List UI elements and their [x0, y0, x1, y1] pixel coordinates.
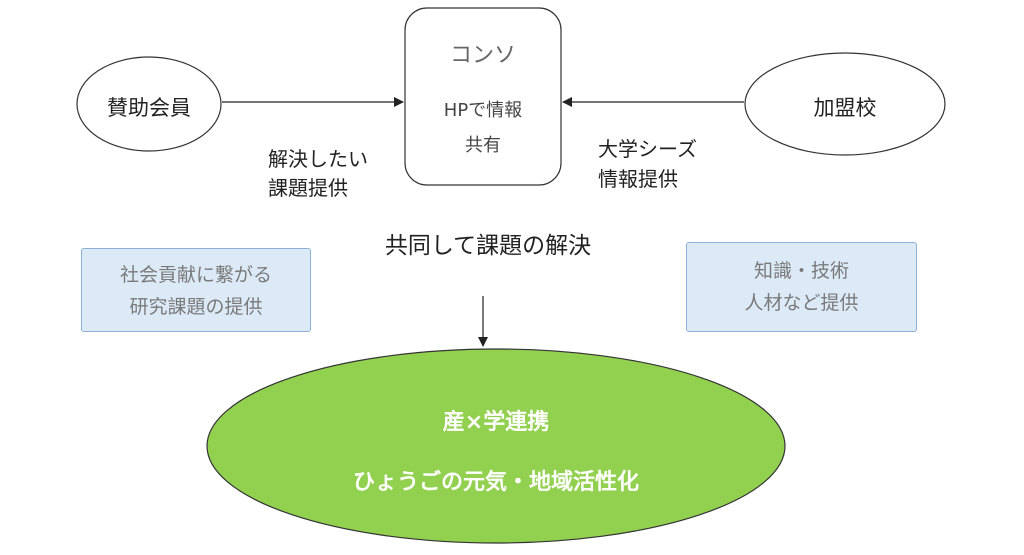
consortium-sub-line2: 共有	[465, 135, 501, 156]
consortium-sub-line1: HPで情報	[443, 100, 523, 121]
left-edge-label-line2: 課題提供	[268, 176, 348, 200]
sponsor-label: 賛助会員	[107, 96, 191, 120]
sponsor-node	[76, 56, 222, 152]
right-side-box-line2: 人材など提供	[744, 292, 859, 314]
member-school-node	[744, 52, 946, 156]
left-side-box: 社会貢献に繋がる 研究課題の提供	[81, 248, 311, 332]
right-edge-label-line2: 情報提供	[598, 167, 678, 191]
result-line1: 産×学連携	[442, 410, 550, 435]
right-edge-label-line1: 大学シーズ	[598, 137, 697, 161]
right-side-box-line1: 知識・技術	[753, 260, 849, 282]
left-side-box-line1: 社会貢献に繋がる	[119, 264, 272, 286]
consortium-title: コンソ	[449, 43, 516, 68]
result-line2: ひょうごの元気・地域活性化	[352, 470, 639, 495]
result-node	[206, 348, 786, 544]
left-side-box-line2: 研究課題の提供	[129, 296, 263, 318]
right-side-box: 知識・技術 人材など提供	[686, 242, 917, 332]
consortium-node	[404, 7, 562, 186]
center-caption: 共同して課題の解決	[384, 233, 592, 259]
member-school-label: 加盟校	[813, 96, 877, 120]
left-edge-label-line1: 解決したい	[268, 147, 368, 171]
